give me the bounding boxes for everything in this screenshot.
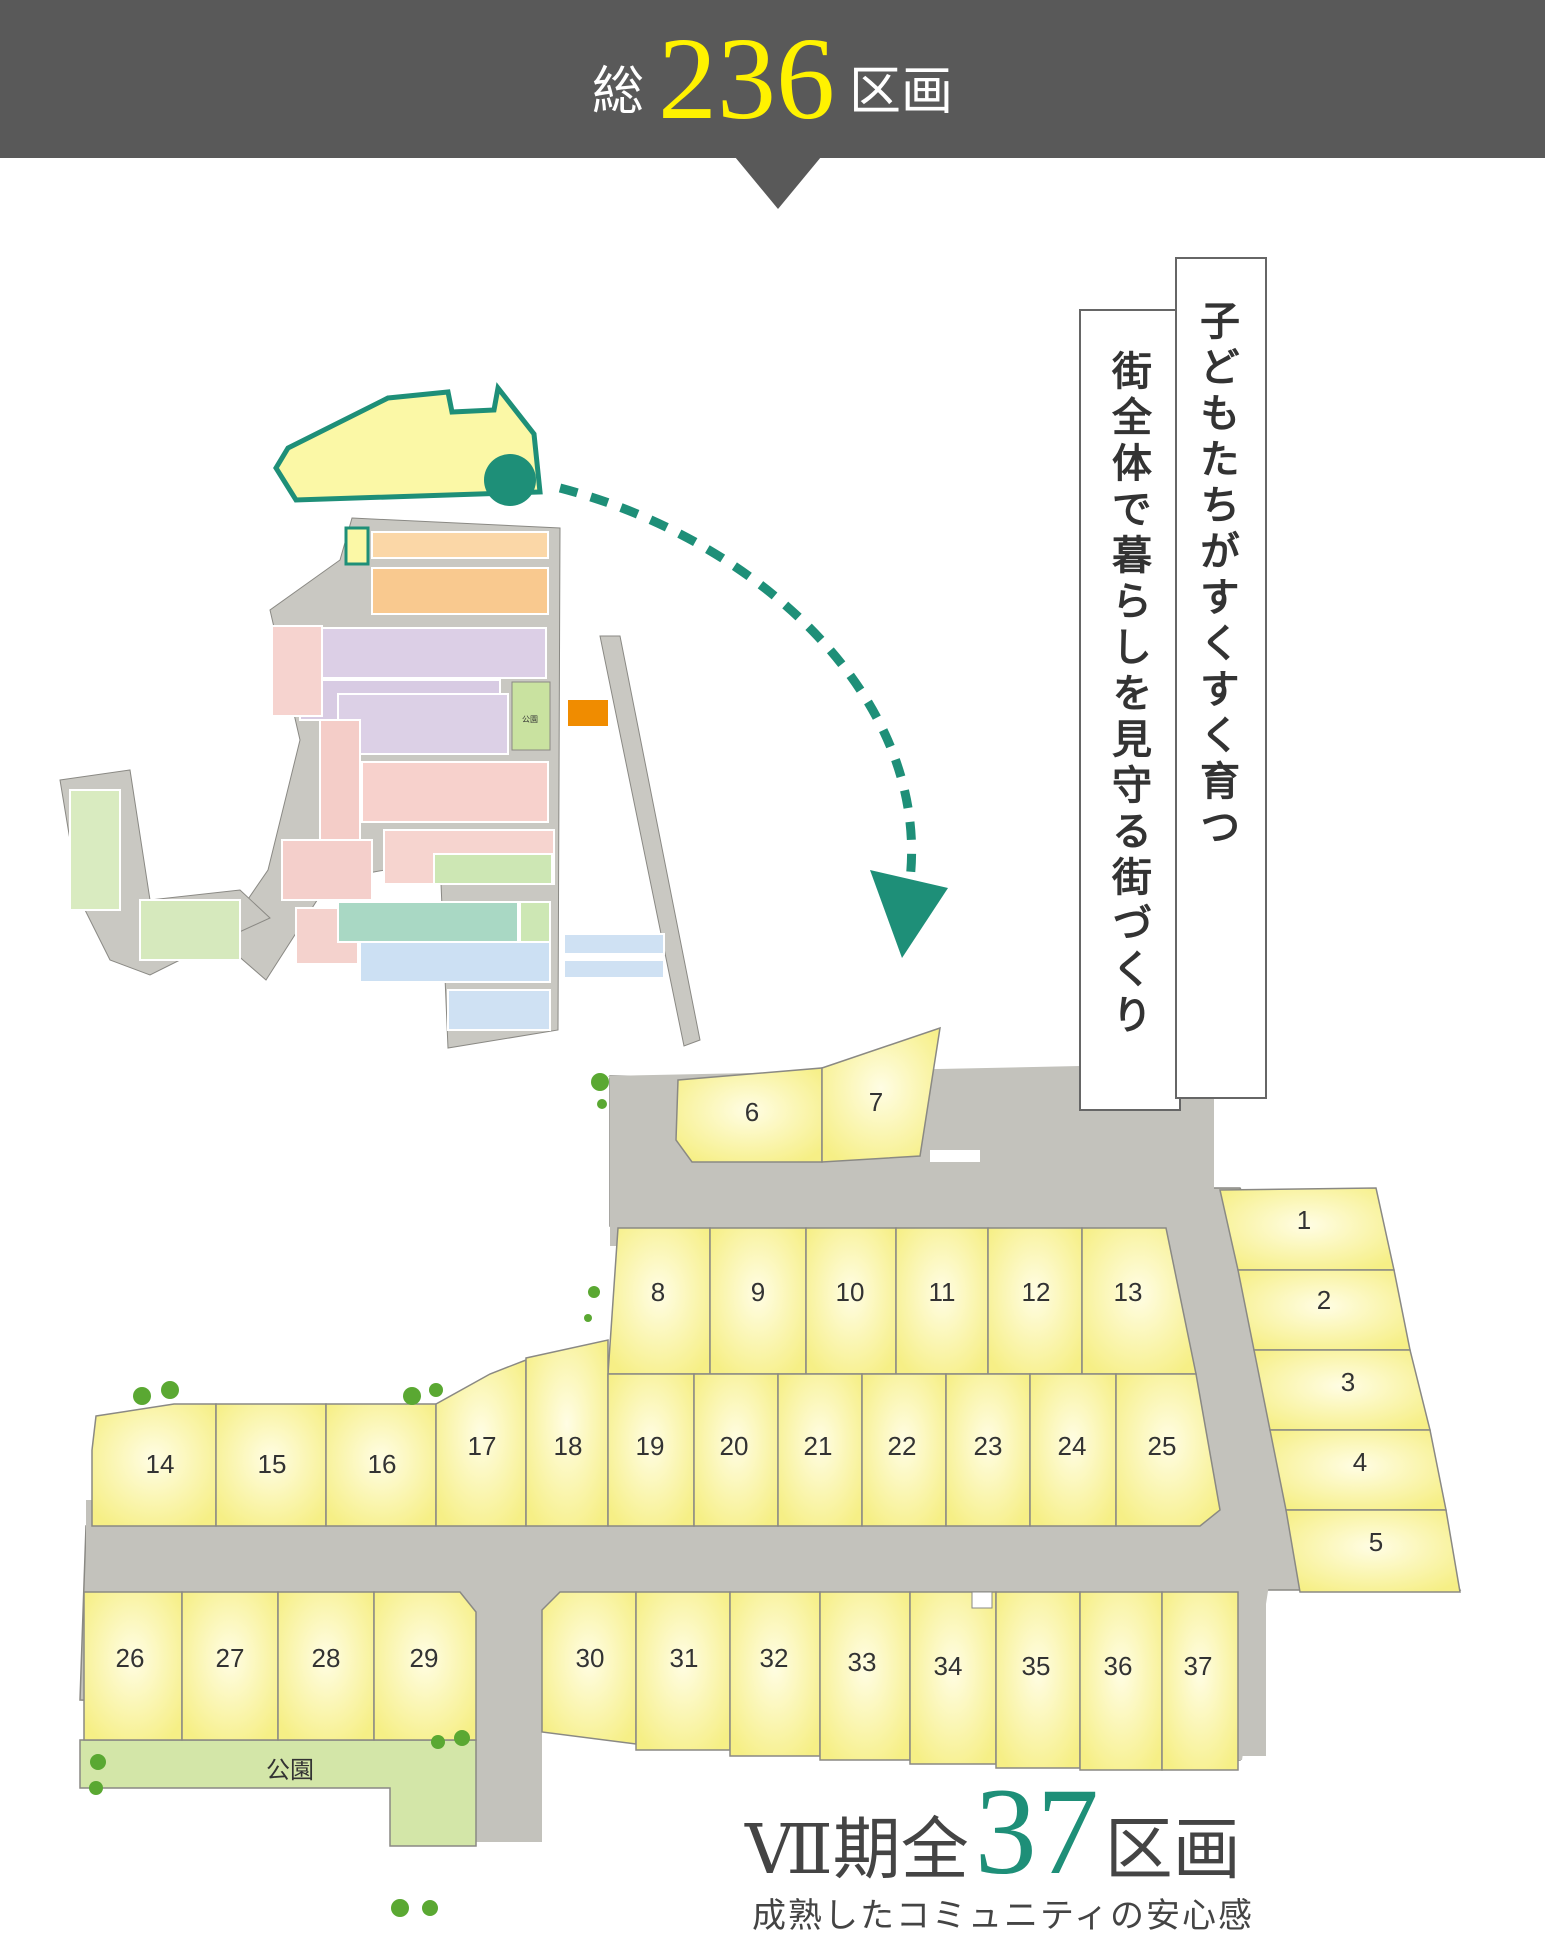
tagline-line-1: 子どもたちがすくすく育つ xyxy=(1193,300,1239,852)
lot-number: 13 xyxy=(1114,1277,1143,1307)
banner-pointer xyxy=(735,157,821,209)
lot-number: 32 xyxy=(760,1643,789,1673)
orange-site-marker xyxy=(568,700,608,726)
arrow-head xyxy=(870,870,948,958)
lot-number: 33 xyxy=(848,1647,877,1677)
detail-map: 公園 xyxy=(79,1026,1462,1917)
total-lots-heading: 総 236 区画 xyxy=(0,0,1545,158)
overview-park-label: 公園 xyxy=(522,715,538,724)
lot-number: 31 xyxy=(670,1643,699,1673)
lot-number: 36 xyxy=(1104,1651,1133,1681)
lot-number: 9 xyxy=(751,1277,765,1307)
phase-subtitle: 成熟したコミュニティの安心感 xyxy=(752,1896,1254,1936)
lot-number: 30 xyxy=(576,1643,605,1673)
lot-number: 12 xyxy=(1022,1277,1051,1307)
total-count: 236 xyxy=(658,13,835,144)
lot-number: 27 xyxy=(216,1643,245,1673)
tagline-line-2: 街全体で暮らしを見守る街づくり xyxy=(1105,350,1151,1040)
lot-number: 20 xyxy=(720,1431,749,1461)
header-banner xyxy=(0,0,1545,158)
lot-number: 34 xyxy=(934,1651,963,1681)
lot-number: 5 xyxy=(1369,1527,1383,1557)
total-prefix: 総 xyxy=(591,61,644,122)
total-suffix: 区画 xyxy=(849,61,954,122)
tree-icons xyxy=(89,1073,609,1917)
lot-number: 26 xyxy=(116,1643,145,1673)
pointer-arrow xyxy=(558,483,916,881)
lot-number: 21 xyxy=(804,1431,833,1461)
phase-suffix: 区画 xyxy=(1104,1811,1241,1890)
lot-number: 19 xyxy=(636,1431,665,1461)
park-label: 公園 xyxy=(266,1756,314,1784)
lot-number: 10 xyxy=(836,1277,865,1307)
lot-number: 16 xyxy=(368,1449,397,1479)
lot-number: 1 xyxy=(1297,1205,1311,1235)
lot-number: 22 xyxy=(888,1431,917,1461)
lot-number: 6 xyxy=(745,1097,759,1127)
lot-number: 37 xyxy=(1184,1651,1213,1681)
phase7-outline xyxy=(273,382,543,503)
overview-map: 公園 xyxy=(59,382,701,1049)
phase-title: Ⅶ 期全 37 区画 xyxy=(745,1770,1241,1894)
lot-number: 2 xyxy=(1317,1285,1331,1315)
lot-number: 11 xyxy=(929,1277,956,1307)
lot-number: 35 xyxy=(1022,1651,1051,1681)
lot-number: 3 xyxy=(1341,1367,1355,1397)
phase-roman: Ⅶ xyxy=(745,1811,833,1890)
lot-number: 29 xyxy=(410,1643,439,1673)
lot-number: 4 xyxy=(1353,1447,1367,1477)
lot-number: 15 xyxy=(258,1449,287,1479)
lot-number: 8 xyxy=(651,1277,665,1307)
lot-number: 18 xyxy=(554,1431,583,1461)
lot-number: 23 xyxy=(974,1431,1003,1461)
phase7-location-dot xyxy=(484,454,536,506)
lot-number: 25 xyxy=(1148,1431,1177,1461)
lot-number: 7 xyxy=(869,1087,883,1117)
phase-prefix: 期全 xyxy=(832,1811,969,1890)
lot-number: 28 xyxy=(312,1643,341,1673)
tagline-card xyxy=(1079,257,1267,1111)
phase-count: 37 xyxy=(974,1763,1099,1900)
lot-number: 24 xyxy=(1058,1431,1087,1461)
lot-number: 14 xyxy=(146,1449,175,1479)
lot-number: 17 xyxy=(468,1431,497,1461)
